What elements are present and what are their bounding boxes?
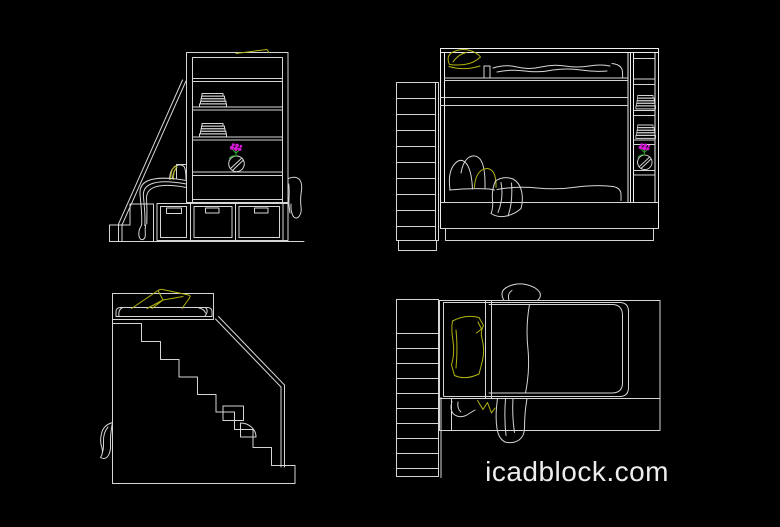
stair-ladder-rungs bbox=[396, 98, 436, 227]
top-bunk-guard-rail bbox=[440, 97, 629, 106]
shelf-frame bbox=[186, 52, 289, 203]
bottom-bunk-blanket-drape bbox=[490, 177, 523, 218]
drawer-dividers bbox=[190, 203, 284, 241]
stair-steps bbox=[141, 323, 296, 484]
bottom-bunk-pillow-accent bbox=[474, 167, 497, 188]
top-bunk-blanket bbox=[492, 63, 624, 79]
drawer-face bbox=[193, 206, 233, 238]
view-plan bbox=[396, 283, 661, 478]
stair-railing bbox=[118, 79, 187, 242]
blanket-bottom-hang bbox=[495, 398, 528, 444]
mattress-side bbox=[115, 307, 213, 317]
sheet-below-bed bbox=[450, 401, 476, 418]
blanket-edge-on-top bbox=[235, 49, 270, 54]
drawer-face bbox=[238, 206, 280, 238]
top-bunk-platform bbox=[444, 77, 629, 81]
bed-frame-plan bbox=[439, 300, 661, 431]
stair-steps bbox=[109, 203, 154, 242]
blanket-top-lump bbox=[501, 283, 541, 301]
shelf-inner-walls bbox=[192, 57, 283, 203]
books-stack-icon bbox=[199, 93, 227, 108]
top-bunk-pillow bbox=[447, 49, 481, 70]
drawer-face bbox=[160, 206, 187, 238]
bed-base bbox=[440, 202, 659, 241]
duvet-fold-edge bbox=[485, 300, 530, 399]
duvet-outline bbox=[488, 304, 624, 394]
hanging-blanket bbox=[100, 422, 113, 459]
shelf-boards bbox=[192, 78, 283, 200]
bottom-bunk-mattress bbox=[449, 185, 622, 201]
books-stack-icon bbox=[635, 124, 657, 139]
understair-door-arc bbox=[240, 422, 257, 438]
stair-ladder bbox=[396, 82, 439, 241]
flower-vase-icon bbox=[228, 142, 245, 173]
blanket-drape bbox=[138, 177, 187, 241]
bottom-bunk-pillows bbox=[448, 155, 486, 190]
view-loft-bed-side-elevation bbox=[109, 49, 305, 242]
mattress-plan bbox=[443, 302, 629, 397]
flower-vase-icon bbox=[637, 142, 653, 171]
stair-column bbox=[396, 299, 439, 477]
pillow-on-bed bbox=[131, 288, 191, 309]
drawer-handle bbox=[254, 207, 269, 214]
drawer-handle bbox=[166, 207, 182, 214]
bunk-frame-top bbox=[440, 48, 659, 53]
stair-ladder-foot bbox=[398, 240, 437, 251]
pillow-corner-below-bed bbox=[477, 400, 496, 414]
books-stack-icon bbox=[635, 95, 657, 110]
top-bunk-divider bbox=[483, 65, 491, 79]
watermark-text: icadblock.com bbox=[485, 456, 669, 487]
side-shelf-boards bbox=[633, 58, 656, 176]
view-bunk-bed-front-elevation bbox=[396, 48, 659, 251]
towel-drape-right bbox=[288, 176, 303, 219]
understair-drawer bbox=[222, 405, 244, 421]
platform-outline bbox=[112, 293, 296, 484]
bunk-frame-posts bbox=[440, 48, 659, 229]
books-stack-icon bbox=[199, 123, 227, 138]
pillow-accent bbox=[170, 165, 178, 180]
bed-frame-divider bbox=[439, 398, 661, 431]
stair-railing bbox=[215, 316, 285, 468]
drawer-row bbox=[156, 203, 289, 241]
drawer-handle bbox=[205, 207, 220, 214]
pillow-plan bbox=[451, 315, 485, 379]
bed-box bbox=[176, 164, 187, 180]
view-stairs-side-elevation bbox=[100, 288, 296, 484]
platform-lines bbox=[112, 319, 214, 324]
stair-treads bbox=[396, 333, 439, 469]
